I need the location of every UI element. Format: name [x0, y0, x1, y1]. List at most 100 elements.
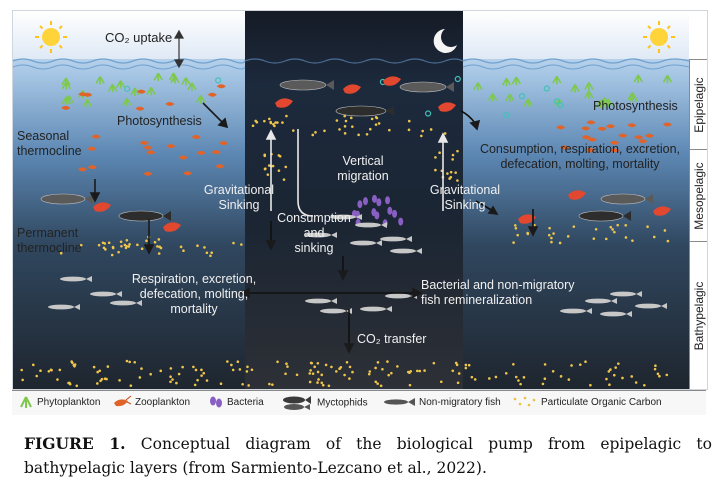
plankton-cell-mark [557, 102, 564, 109]
zooplankton-mark [581, 135, 591, 140]
zooplankton-mark [627, 123, 637, 128]
poc-particle [559, 375, 563, 378]
poc-particle [79, 243, 83, 247]
poc-particle [230, 363, 233, 367]
poc-particle [473, 378, 477, 381]
poc-particle [543, 377, 547, 380]
poc-particle [35, 374, 39, 378]
non-migratory-fish-tail [626, 311, 632, 317]
non-migratory-fish-tail [86, 276, 92, 282]
poc-particle [456, 179, 459, 182]
poc-particle [514, 375, 518, 379]
zooplankton-mark [78, 167, 88, 172]
zooplankton-mark [216, 84, 226, 89]
poc-particle [374, 123, 378, 126]
layer-mesopelagic-label: Mesopelagic [692, 162, 706, 230]
poc-particle [367, 372, 371, 376]
poc-particle [621, 376, 624, 380]
zooplankton-mark [183, 171, 193, 176]
poc-particle [612, 373, 616, 377]
poc-particle [512, 362, 515, 366]
sea-surface-line [462, 64, 690, 70]
poc-particle [652, 235, 656, 239]
non-migratory-fish-tail [381, 222, 387, 228]
poc-particle [348, 365, 352, 369]
ocean-illustration [13, 11, 690, 389]
poc-particle [330, 365, 333, 369]
phytoplankton-mark [187, 82, 197, 91]
phytoplankton-mark [64, 95, 74, 104]
zooplankton-mark [166, 144, 176, 149]
poc-particle [343, 114, 347, 118]
poc-particle [241, 382, 244, 386]
poc-particle [374, 115, 378, 119]
poc-particle [276, 121, 279, 124]
poc-particle [665, 373, 669, 377]
zooplankton-mark [196, 150, 206, 155]
poc-particle [138, 376, 142, 379]
plankton-cell-mark [503, 112, 510, 119]
poc-particle [140, 367, 143, 370]
zooplankton-mark [91, 134, 101, 139]
legend-label: Non-migratory fish [419, 397, 501, 408]
legend-item-bacteria: Bacteria [208, 395, 264, 411]
plankton-cell-mark [543, 85, 550, 92]
poc-particle [96, 382, 99, 385]
poc-particle [388, 128, 391, 132]
poc-particle [504, 372, 508, 375]
poc-particle [454, 171, 457, 174]
phytoplankton-mark [584, 82, 594, 91]
poc-particle [608, 383, 611, 386]
poc-icon [513, 397, 536, 407]
phytoplankton-mark [168, 72, 179, 82]
poc-particle [153, 240, 157, 244]
zooplankton-mark [585, 148, 595, 153]
poc-particle [567, 378, 571, 381]
poc-particle [158, 245, 161, 249]
poc-particle [449, 170, 453, 174]
zooplankton-mark [618, 133, 628, 138]
non-migratory-fish-tail [116, 291, 122, 297]
myctophid-tail [623, 211, 631, 221]
phytoplankton-mark [511, 76, 522, 86]
zooplankton-mark [610, 140, 620, 145]
poc-particle [338, 128, 341, 131]
poc-particle [111, 245, 115, 249]
poc-particle [631, 239, 634, 242]
poc-particle [343, 373, 346, 377]
poc-particle [607, 370, 611, 373]
poc-particle [263, 119, 266, 123]
poc-particle [320, 381, 324, 385]
poc-particle [448, 177, 451, 180]
poc-particle [156, 245, 159, 248]
non-migratory-fish-tail [331, 232, 337, 238]
bacteria-mark [376, 198, 382, 207]
poc-particle [20, 368, 23, 372]
poc-particle [295, 373, 299, 377]
poc-particle [31, 363, 35, 367]
poc-particle [578, 363, 582, 366]
poc-particle [240, 243, 243, 246]
respiration-excretion-left-label: Respiration, excretion, defecation, molt… [131, 272, 257, 316]
shrimp-mark [163, 222, 181, 232]
poc-particle [313, 365, 316, 369]
plankton-cell-mark [124, 85, 131, 92]
poc-particle [613, 230, 616, 234]
poc-particle [250, 368, 254, 372]
phytoplankton-mark [552, 75, 562, 85]
poc-particle [365, 132, 369, 136]
poc-particle [203, 246, 206, 249]
non-migratory-fish-tail [136, 300, 142, 306]
myctophid-tail [326, 80, 334, 90]
poc-particle [666, 239, 670, 243]
phytoplankton-mark [181, 77, 191, 86]
poc-particle [309, 369, 312, 372]
zooplankton-mark [638, 139, 648, 144]
poc-particle [376, 382, 379, 385]
legend-item-poc: Particulate Organic Carbon [512, 395, 662, 411]
zooplankton-mark [135, 106, 145, 111]
poc-particle [269, 121, 273, 125]
phytoplankton-mark [473, 82, 483, 91]
poc-particle [219, 382, 223, 385]
phytoplankton-mark [107, 83, 118, 93]
